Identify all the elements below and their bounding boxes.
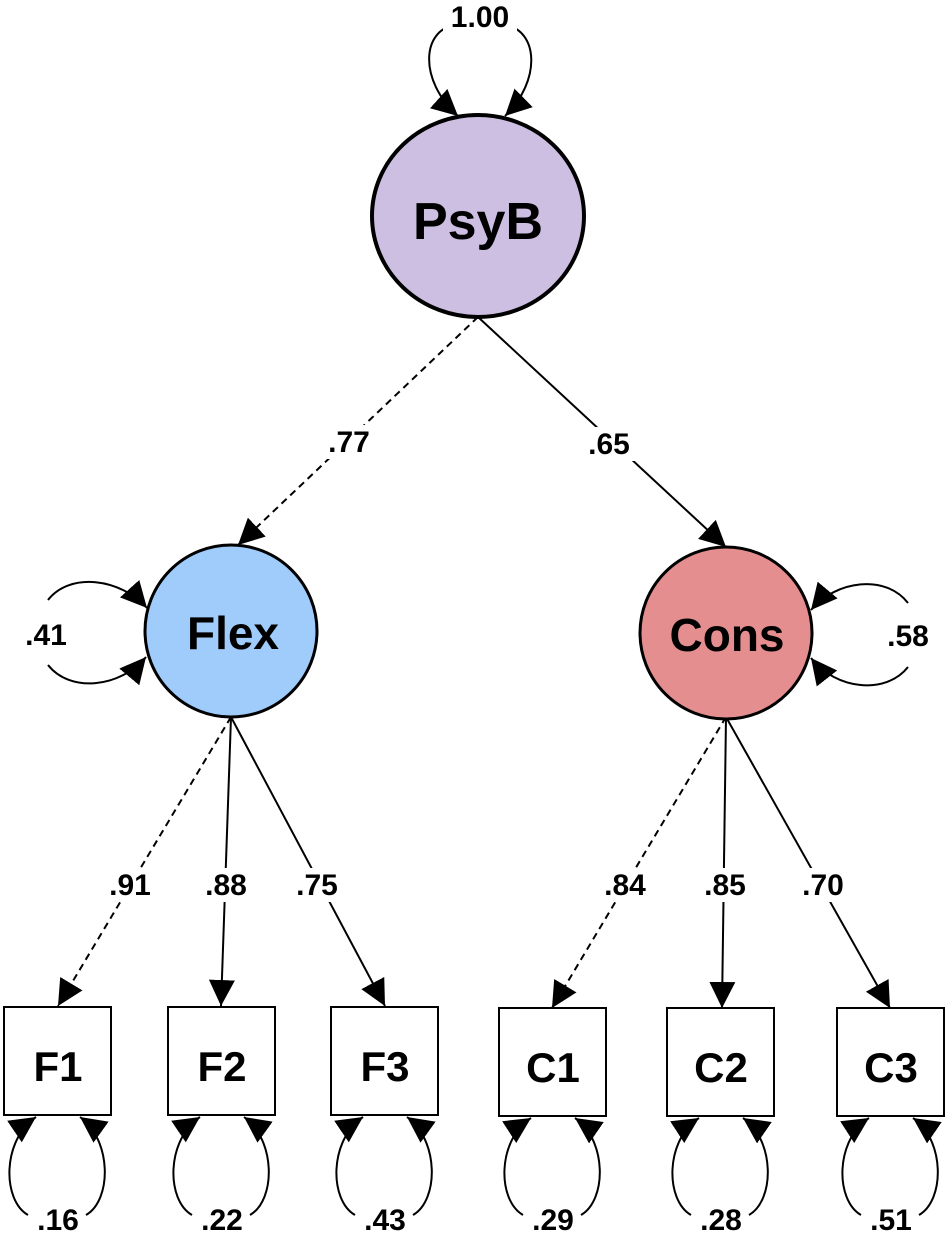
- coef-flex-f2: .88: [205, 869, 247, 902]
- coef-flex-f3: .75: [296, 869, 338, 902]
- variance-c1: .29: [502, 1117, 604, 1234]
- node-c2: C2: [666, 1007, 775, 1117]
- node-c2-box: [666, 1007, 775, 1117]
- coef-psyb-flex: .77: [328, 426, 370, 459]
- coef-cons-c3: .70: [802, 869, 844, 902]
- node-cons-label: Cons: [670, 609, 785, 661]
- node-f2-label: F2: [197, 1043, 246, 1090]
- variance-f3-right-arc: [406, 1116, 436, 1216]
- variance-c3: .51: [840, 1117, 942, 1234]
- variance-psyb: 1.00: [428, 0, 533, 117]
- node-c3-label: C3: [864, 1044, 918, 1091]
- variance-c2-label: .28: [700, 1204, 742, 1234]
- coef-psyb-cons: .65: [588, 428, 630, 461]
- coef-cons-c1-group: .84: [596, 868, 654, 902]
- variance-f3-label: .43: [364, 1204, 406, 1234]
- node-c1: C1: [498, 1007, 607, 1117]
- variance-f3-left-arc: [334, 1116, 364, 1216]
- node-f1-box: [3, 1006, 112, 1116]
- variance-f2-left-arc: [171, 1116, 201, 1216]
- variance-f2: .22: [171, 1116, 273, 1234]
- path-flex-f1: [57, 716, 232, 1007]
- variance-f2-label: .22: [201, 1204, 243, 1234]
- node-f3-label: F3: [360, 1043, 409, 1090]
- coef-flex-f1-group: .91: [101, 868, 159, 902]
- variance-cons: .58: [810, 581, 929, 687]
- node-f2-box: [167, 1006, 276, 1116]
- variance-c1-left-arc: [502, 1117, 532, 1216]
- variance-f1-left-arc: [7, 1116, 37, 1216]
- coef-psyb-flex-group: .77: [320, 425, 378, 459]
- variance-flex: .41: [25, 579, 148, 686]
- path-cons-c3: [725, 716, 891, 1009]
- variance-c3-label: .51: [870, 1204, 912, 1234]
- node-flex: Flex: [143, 543, 319, 719]
- path-cons-c2: [709, 716, 736, 1009]
- path-flex-f3: [230, 716, 386, 1007]
- coef-cons-c2: .85: [704, 869, 746, 902]
- variance-psyb-left-arc: [428, 24, 459, 117]
- variance-psyb-label: 1.00: [451, 1, 509, 34]
- node-psyb-label: PsyB: [413, 193, 543, 251]
- node-psyb: PsyB: [370, 113, 586, 319]
- node-f1: F1: [3, 1006, 112, 1116]
- variance-cons-arc-bottom: [810, 657, 909, 687]
- node-f2: F2: [167, 1006, 276, 1116]
- node-c1-box: [498, 1007, 607, 1117]
- node-c1-label: C1: [526, 1044, 580, 1091]
- node-f1-label: F1: [33, 1043, 82, 1090]
- node-cons: Cons: [638, 545, 814, 721]
- variance-f3: .43: [334, 1116, 436, 1234]
- node-flex-shape: [143, 543, 319, 719]
- variance-c1-label: .29: [532, 1204, 574, 1234]
- variance-flex-arc-bottom: [47, 656, 147, 686]
- variance-f2-right-arc: [243, 1116, 273, 1216]
- coef-cons-c1: .84: [604, 869, 646, 902]
- path-cons-c1: [551, 716, 727, 1009]
- variance-c1-right-arc: [574, 1117, 604, 1216]
- coef-flex-f1: .91: [109, 869, 151, 902]
- variance-cons-arc-top: [810, 581, 909, 611]
- variance-f1-label: .16: [37, 1204, 79, 1234]
- variance-cons-label: .58: [887, 620, 929, 653]
- variance-f1-right-arc: [79, 1116, 109, 1216]
- node-c3-box: [836, 1007, 945, 1117]
- node-c3: C3: [836, 1007, 945, 1117]
- node-f3: F3: [330, 1006, 439, 1116]
- coef-cons-c3-group: .70: [794, 868, 852, 902]
- coef-psyb-cons-group: .65: [580, 427, 638, 461]
- path-flex-f2: [208, 716, 235, 1007]
- variance-flex-label: .41: [25, 619, 67, 652]
- variance-c2: .28: [670, 1117, 772, 1234]
- coef-flex-f3-group: .75: [288, 868, 346, 902]
- coef-cons-c2-group: .85: [696, 868, 754, 902]
- variance-flex-arc-top: [47, 579, 148, 609]
- node-cons-shape: [638, 545, 814, 721]
- variance-c3-right-arc: [912, 1117, 942, 1216]
- node-c2-label: C2: [694, 1044, 748, 1091]
- variance-f1: .16: [7, 1116, 109, 1234]
- coef-flex-f2-group: .88: [197, 868, 255, 902]
- variance-c2-left-arc: [670, 1117, 700, 1216]
- node-f3-box: [330, 1006, 439, 1116]
- variance-psyb-right-arc: [504, 24, 533, 117]
- variance-c3-left-arc: [840, 1117, 870, 1216]
- node-psyb-shape: [370, 113, 586, 319]
- node-flex-label: Flex: [187, 607, 279, 659]
- variance-c2-right-arc: [742, 1117, 772, 1216]
